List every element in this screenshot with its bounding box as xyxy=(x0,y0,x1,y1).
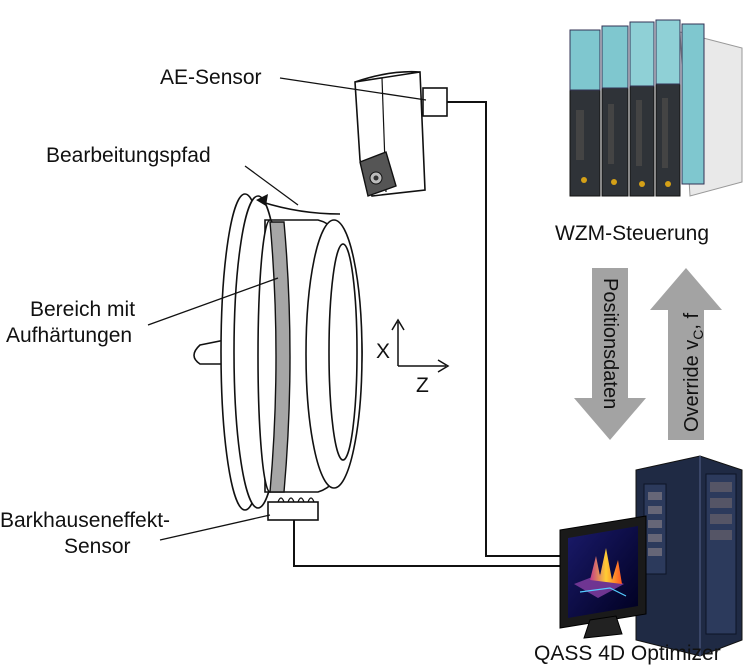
arrow-positionsdaten: Positionsdaten xyxy=(574,268,646,440)
optimizer-unit xyxy=(559,455,743,657)
label-optimizer: QASS 4D Optimizer xyxy=(534,642,721,665)
controller-modules xyxy=(569,19,705,197)
workpiece xyxy=(193,193,363,511)
ae-sensor-box xyxy=(422,87,448,117)
leader-lines xyxy=(147,77,427,541)
controller-unit xyxy=(569,19,743,197)
arrow-up-label-tail: , f xyxy=(681,313,703,330)
barkhausen-sensor xyxy=(267,497,319,521)
cables xyxy=(293,101,560,567)
arrow-up-label-main: Override v xyxy=(681,340,703,432)
arrow-up-label: Override vC, f xyxy=(681,313,706,432)
label-controller: WZM-Steuerung xyxy=(555,222,709,245)
label-barkhausen-2: Sensor xyxy=(64,535,131,558)
arrow-up-label-sub: C xyxy=(690,330,706,340)
label-ae-sensor: AE-Sensor xyxy=(160,66,262,89)
label-axis-x: X xyxy=(376,340,390,363)
label-machining-path: Bearbeitungspfad xyxy=(46,144,211,167)
label-hardened-region-1: Bereich mit xyxy=(30,298,135,321)
label-barkhausen-1: Barkhauseneffekt- xyxy=(0,509,170,532)
arrow-down-label: Positionsdaten xyxy=(599,278,621,409)
coordinate-axes xyxy=(391,318,450,373)
machining-path xyxy=(256,194,341,215)
cable-ae-sensor xyxy=(447,101,560,557)
ring-bore xyxy=(328,243,358,461)
label-axis-z: Z xyxy=(416,374,429,397)
cable-barkhausen xyxy=(293,520,560,567)
arrow-override: Override vC, f xyxy=(650,268,722,440)
ae-sensor-tool xyxy=(354,70,448,197)
label-hardened-region-2: Aufhärtungen xyxy=(6,324,132,347)
hardened-band xyxy=(269,221,291,493)
